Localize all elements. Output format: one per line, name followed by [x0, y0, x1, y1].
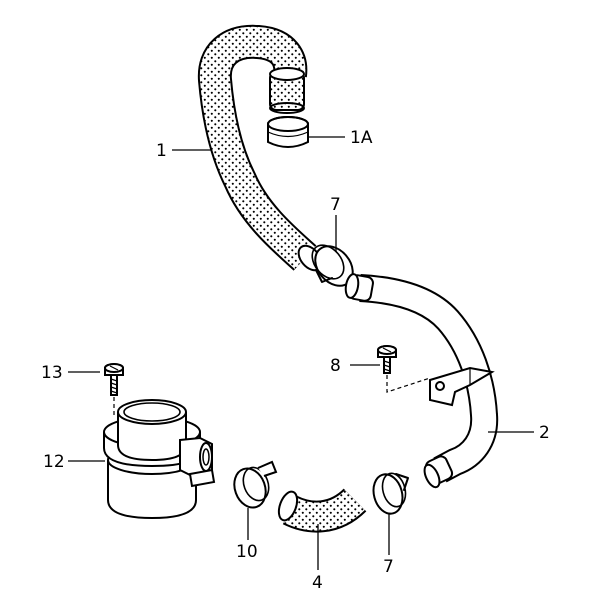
clamp-part-10 [233, 460, 278, 509]
callout-2: 2 [539, 423, 550, 443]
callout-7-lower: 7 [383, 557, 394, 577]
callout-13: 13 [41, 363, 63, 383]
meter-part-12 [103, 399, 216, 520]
callout-10: 10 [236, 542, 258, 562]
callout-1: 1 [156, 141, 167, 161]
callout-7-upper: 7 [330, 195, 341, 215]
screw-part-13 [104, 363, 124, 418]
hose-upper-sleeve [269, 67, 305, 114]
callout-8: 8 [330, 356, 341, 376]
clamp-part-7-lower [372, 472, 409, 515]
hose-part-1 [197, 24, 323, 272]
pipe-part-2 [344, 273, 499, 489]
callout-1a: 1A [350, 128, 373, 148]
leader-lines [68, 136, 534, 570]
callout-12: 12 [43, 452, 65, 472]
callout-4: 4 [312, 573, 323, 593]
clamp-part-1a [267, 116, 309, 148]
callout-labels: 1 1A 2 4 7 7 8 10 12 13 [41, 128, 550, 593]
hose-part-4 [277, 487, 367, 533]
screw-part-8 [377, 345, 431, 393]
